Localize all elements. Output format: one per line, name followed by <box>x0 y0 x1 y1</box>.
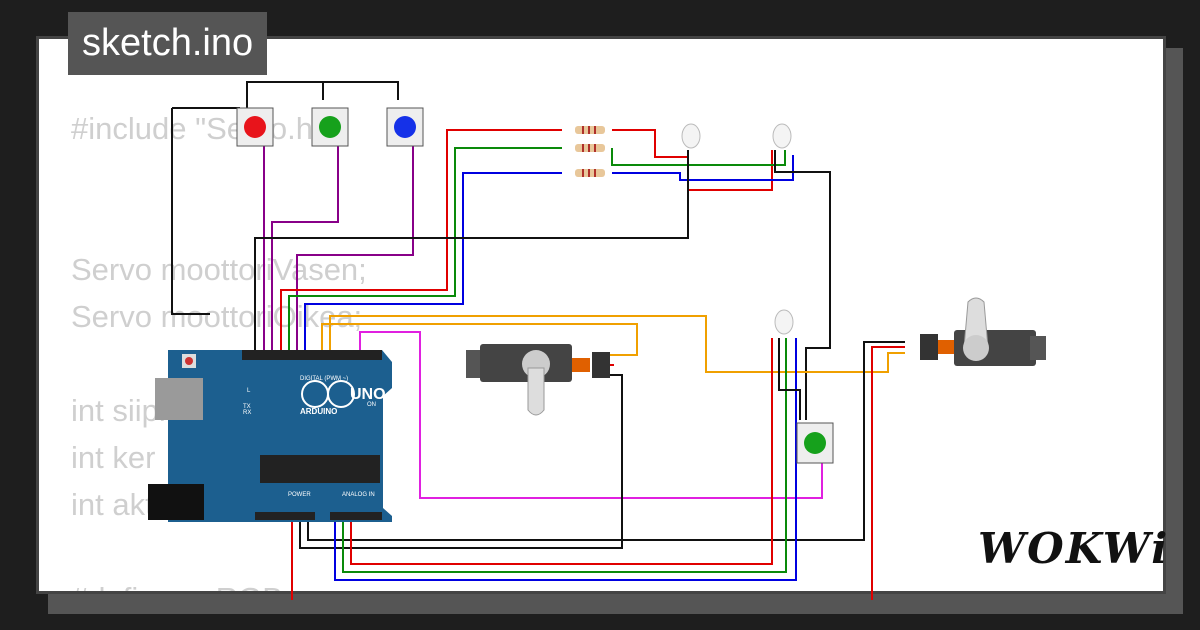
servo-horn-2-icon <box>963 335 989 361</box>
servo-left[interactable] <box>466 344 610 416</box>
sketch-tab-title[interactable]: sketch.ino <box>68 12 268 75</box>
green-button-2-cap <box>804 432 826 454</box>
on-label: ON <box>367 402 376 408</box>
digital-header <box>242 350 382 360</box>
power-label: POWER <box>288 492 311 498</box>
reset-button-icon[interactable] <box>185 357 193 365</box>
servo-right[interactable] <box>920 297 1046 366</box>
blue-button-cap <box>394 116 416 138</box>
blue-pushbutton[interactable] <box>386 107 424 147</box>
usb-port <box>155 378 203 420</box>
rgb-led-3[interactable] <box>774 309 794 335</box>
power-jack <box>148 484 204 520</box>
wires <box>171 81 905 600</box>
rx-label: RX <box>243 410 251 416</box>
green-button-cap <box>319 116 341 138</box>
resistors[interactable] <box>575 126 605 177</box>
arduino-uno[interactable]: UNO ARDUINO DIGITAL (PWM ~) POWER ANALOG… <box>148 350 392 522</box>
code-line: #define ... RGB ... <box>71 575 367 591</box>
power-header <box>255 512 315 520</box>
board-model: UNO <box>350 386 386 403</box>
red-button-cap <box>244 116 266 138</box>
green-pushbutton[interactable] <box>311 107 349 147</box>
analog-label: ANALOG IN <box>342 492 375 498</box>
microcontroller-chip <box>260 455 380 483</box>
analog-header <box>330 512 382 520</box>
rgb-led-2[interactable] <box>772 123 792 149</box>
red-pushbutton[interactable] <box>236 107 274 147</box>
code-line: int ker <box>71 440 156 475</box>
digital-label: DIGITAL (PWM ~) <box>300 376 348 382</box>
tx-label: TX <box>243 404 251 410</box>
code-line: int akt <box>71 487 154 522</box>
green-pushbutton-2[interactable] <box>796 422 834 464</box>
l-label: L <box>247 388 251 394</box>
board-maker: ARDUINO <box>300 407 337 416</box>
wokwi-logo: WOKWi <box>978 524 1170 573</box>
rgb-led-1[interactable] <box>681 123 701 149</box>
